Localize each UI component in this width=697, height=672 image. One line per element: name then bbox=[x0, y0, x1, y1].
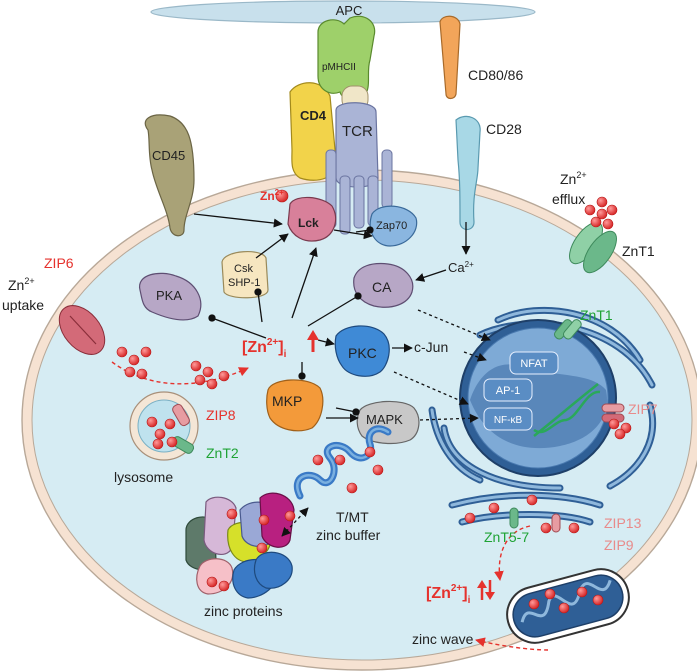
zip13-label: ZIP13 bbox=[604, 515, 642, 531]
zinc-ions bbox=[116, 189, 632, 614]
nfkb-box bbox=[483, 407, 533, 431]
tcr-receptor bbox=[335, 102, 379, 188]
pkc-kinase bbox=[334, 325, 390, 377]
pka-protein bbox=[139, 272, 202, 321]
znt5-7-label: ZnT5-7 bbox=[484, 529, 529, 545]
znt5-7-transporter bbox=[509, 507, 519, 529]
cd4-label: CD4 bbox=[300, 108, 327, 123]
cd3-chain-5 bbox=[381, 149, 393, 209]
zip8-label: ZIP8 bbox=[206, 407, 236, 423]
nfat-label: NFAT bbox=[520, 358, 548, 370]
znt2-label: ZnT2 bbox=[206, 445, 239, 461]
pmhcii-complex bbox=[317, 15, 376, 101]
ap1-box bbox=[483, 378, 533, 402]
shp1-label: SHP-1 bbox=[228, 277, 260, 289]
cd3-chain-2 bbox=[339, 175, 351, 235]
ca2-label: Ca2+ bbox=[448, 260, 474, 275]
cd80-86-ligand bbox=[439, 15, 461, 100]
ca-calcineurin bbox=[353, 262, 414, 308]
zn-efflux-label: Zn2+ bbox=[560, 170, 587, 187]
uptake-label: uptake bbox=[2, 297, 44, 313]
cd80-86-label: CD80/86 bbox=[468, 67, 523, 83]
nfkb-label: NF-κB bbox=[494, 415, 523, 426]
apc-label: APC bbox=[336, 3, 363, 18]
zinc-proteins-label: zinc proteins bbox=[204, 603, 283, 619]
cd3-chain-3 bbox=[353, 175, 365, 229]
zinc-protein-cluster bbox=[185, 492, 295, 599]
lck-label: Lck bbox=[298, 216, 319, 230]
zinc-increase-arrow-icon bbox=[307, 330, 319, 352]
znt1-er-label: ZnT1 bbox=[580, 307, 613, 323]
cd45-label: CD45 bbox=[152, 148, 185, 163]
zip7-transporter bbox=[601, 403, 625, 423]
pka-label: PKA bbox=[156, 288, 182, 303]
csk-shp1-protein bbox=[221, 251, 269, 299]
nfat-box bbox=[509, 351, 559, 375]
znt1-er-transporter bbox=[554, 319, 582, 340]
zn-uptake-label: Zn2+ bbox=[8, 276, 35, 293]
zinc-wave-label: zinc wave bbox=[412, 631, 474, 647]
zn-lck-label: Zn2+ bbox=[260, 188, 284, 203]
zip6-label: ZIP6 bbox=[44, 255, 74, 271]
cd45-receptor bbox=[144, 114, 195, 237]
mkp-label: MKP bbox=[272, 393, 302, 409]
signaling-arrows bbox=[193, 213, 491, 537]
znt1-membrane-label: ZnT1 bbox=[622, 243, 655, 259]
zap70-label: Zap70 bbox=[376, 220, 407, 232]
lysosome-label: lysosome bbox=[114, 469, 173, 485]
pmhcii-label: pMHCII bbox=[322, 62, 356, 73]
tcr-label: TCR bbox=[342, 123, 373, 140]
zip9-label: ZIP9 bbox=[604, 537, 634, 553]
cjun-label: c-Jun bbox=[414, 339, 448, 355]
intracellular-zinc-main: [Zn2+]i bbox=[242, 337, 287, 360]
mapk-label: MAPK bbox=[366, 412, 403, 427]
efflux-label: efflux bbox=[552, 191, 585, 207]
zip7-label: ZIP7 bbox=[628, 401, 658, 417]
cd28-receptor bbox=[455, 115, 481, 231]
zinc-buffer-label: zinc buffer bbox=[316, 527, 381, 543]
intracellular-zinc-wave: [Zn2+]i bbox=[426, 583, 471, 606]
lck-kinase bbox=[287, 196, 337, 242]
zinc-fluctuation-arrows-icon bbox=[477, 580, 495, 600]
ca-label: CA bbox=[372, 279, 392, 295]
pkc-label: PKC bbox=[348, 345, 377, 361]
cd28-label: CD28 bbox=[486, 121, 522, 137]
zip6-transporter bbox=[58, 305, 106, 355]
dna-helix bbox=[533, 383, 601, 437]
mkp-phosphatase bbox=[266, 379, 324, 432]
tmt-label: T/MT bbox=[336, 509, 369, 525]
ap1-label: AP-1 bbox=[496, 385, 520, 397]
zap70-kinase bbox=[369, 205, 418, 247]
zip8-transporter bbox=[172, 403, 190, 427]
csk-label: Csk bbox=[234, 263, 253, 275]
zip13-9-transporter bbox=[551, 513, 561, 533]
metallothionein-ribbon-highlight bbox=[296, 427, 390, 498]
